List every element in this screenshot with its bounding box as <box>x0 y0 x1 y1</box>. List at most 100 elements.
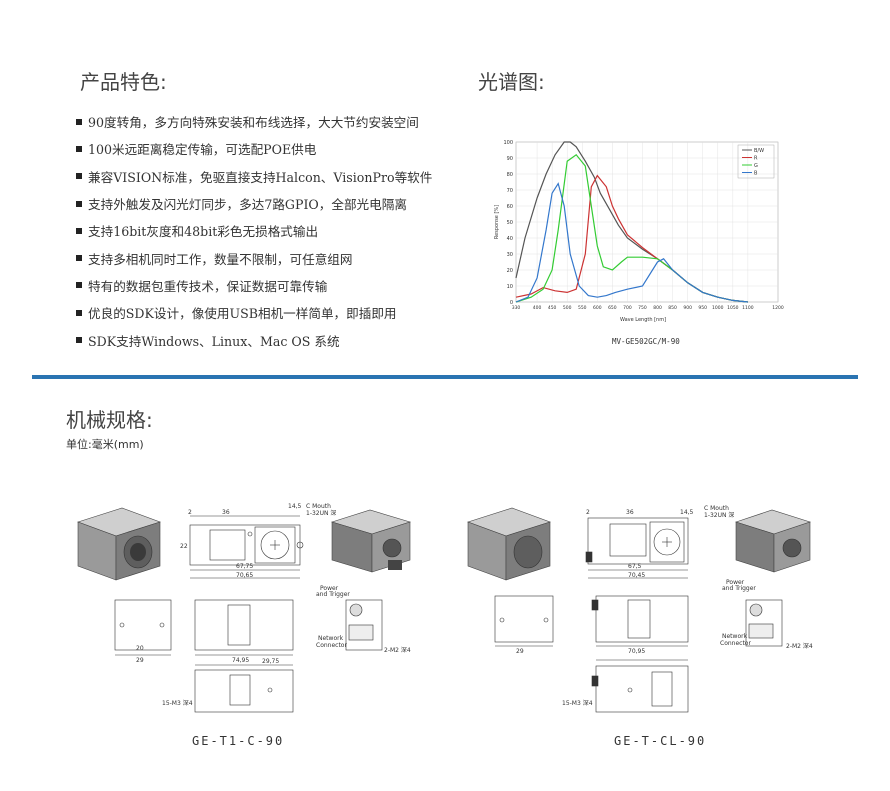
y-tick-label: 90 <box>507 156 513 162</box>
side-screw-label: 15-M3 深4 <box>562 699 593 707</box>
screw-label: 2-M2 深4 <box>384 646 411 654</box>
spectrum-caption: MV-GE502GC/M-90 <box>612 337 680 346</box>
connector-view <box>345 599 383 651</box>
legend-label: G <box>754 163 758 169</box>
legend-label: R <box>754 155 758 161</box>
screw-label: 2-M2 深4 <box>786 642 813 650</box>
feature-item: 特有的数据包重传技术，保证数据可靠传输 <box>76 272 466 299</box>
x-tick-label: 1050 <box>727 305 739 311</box>
mechanical-drawing-left: 2 36 14,5 22 67,75 70,65 C Mouth 1-32UN … <box>77 503 412 713</box>
x-tick-label: 900 <box>683 305 692 311</box>
side-view <box>494 595 554 647</box>
x-tick-label: 850 <box>668 305 677 311</box>
front-view <box>585 517 689 579</box>
dim-74-95: 74,95 <box>232 657 249 664</box>
c-mount-thread-label: 1-32UN 深 <box>306 509 336 517</box>
dim-20: 20 <box>136 645 144 652</box>
mechanical-heading: 机械规格: <box>66 408 153 432</box>
top-view <box>194 599 294 656</box>
dim-70-65: 70,65 <box>236 572 253 579</box>
x-tick-label: 750 <box>638 305 647 311</box>
bullet-icon <box>76 255 82 262</box>
features-heading: 产品特色: <box>80 70 167 94</box>
x-tick-label: 400 <box>533 305 542 311</box>
dim-14-5: 14,5 <box>680 509 694 516</box>
bullet-icon <box>76 282 82 289</box>
series-line-b <box>515 182 748 303</box>
dim-70-95: 70,95 <box>628 648 645 655</box>
x-tick-label: 800 <box>653 305 662 311</box>
bullet-icon <box>76 227 82 234</box>
dim-36: 36 <box>626 509 634 516</box>
legend-label: B/W <box>754 148 764 154</box>
bullet-icon <box>76 173 82 180</box>
dim-29: 29 <box>136 657 144 664</box>
side-screw-label: 15-M3 深4 <box>162 699 193 707</box>
x-tick-label: 500 <box>563 305 572 311</box>
dim-22: 22 <box>180 543 188 550</box>
y-tick-label: 60 <box>507 204 513 210</box>
feature-item: 支持多相机同时工作，数量不限制，可任意组网 <box>76 244 466 271</box>
y-tick-label: 80 <box>507 172 513 178</box>
network-label: Network <box>318 635 344 642</box>
y-tick-label: 20 <box>507 268 513 274</box>
dim-67-5: 67,5 <box>628 563 642 570</box>
trigger-label: and Trigger <box>316 591 350 598</box>
c-mount-label: C Mouth <box>704 505 729 512</box>
bullet-icon <box>76 309 82 316</box>
bullet-icon <box>76 337 82 344</box>
x-tick-label: 600 <box>593 305 602 311</box>
legend-label: B <box>754 170 758 176</box>
dim-2: 2 <box>586 509 590 516</box>
power-label: Power <box>726 579 745 586</box>
bullet-icon <box>76 118 82 125</box>
dim-70-45: 70,45 <box>628 572 645 579</box>
dim-2: 2 <box>188 509 192 516</box>
bottom-view <box>591 659 689 713</box>
x-tick-label: 1100 <box>742 305 754 311</box>
feature-item: 90度转角，多方向特殊安装和布线选择，大大节约安装空间 <box>76 108 466 135</box>
power-label: Power <box>320 585 339 592</box>
trigger-label: and Trigger <box>722 585 756 592</box>
legend-box <box>737 144 775 179</box>
y-tick-label: 50 <box>507 220 513 226</box>
camera-iso-back-icon <box>330 509 412 573</box>
camera-iso-back-icon <box>735 509 811 573</box>
camera-iso-front-icon <box>77 507 161 581</box>
x-axis-label: Wave Length [nm] <box>620 317 666 323</box>
connector-view <box>745 599 783 647</box>
x-tick-label: 700 <box>623 305 632 311</box>
dim-29: 29 <box>516 648 524 655</box>
x-tick-label: 1200 <box>772 305 784 311</box>
feature-item: 100米远距离稳定传输，可选配POE供电 <box>76 135 466 162</box>
y-tick-label: 70 <box>507 188 513 194</box>
section-divider <box>32 375 858 379</box>
feature-item: 支持16bit灰度和48bit彩色无损格式输出 <box>76 217 466 244</box>
feature-list: 90度转角，多方向特殊安装和布线选择，大大节约安装空间 100米远距离稳定传输，… <box>76 108 466 354</box>
x-tick-label: 330 <box>512 305 521 311</box>
feature-item: SDK支持Windows、Linux、Mac OS 系统 <box>76 326 466 353</box>
feature-item: 兼容VISION标准，免驱直接支持Halcon、VisionPro等软件 <box>76 163 466 190</box>
dim-67-75: 67,75 <box>236 563 253 570</box>
y-tick-label: 100 <box>503 140 513 146</box>
dim-29-75: 29,75 <box>262 658 279 665</box>
c-mount-label: C Mouth <box>306 503 331 510</box>
dim-14-5: 14,5 <box>288 503 302 510</box>
unit-label: 单位:毫米(mm) <box>66 438 144 451</box>
x-tick-label: 650 <box>608 305 617 311</box>
connector-label: Connector <box>720 640 751 647</box>
feature-item: 优良的SDK设计，像使用USB相机一样简单，即插即用 <box>76 299 466 326</box>
y-axis-label: Response [%] <box>494 205 500 239</box>
side-view <box>114 599 172 656</box>
x-tick-label: 950 <box>698 305 707 311</box>
camera-iso-front-icon <box>467 507 551 581</box>
bottom-view <box>194 664 294 713</box>
bullet-icon <box>76 200 82 207</box>
x-tick-label: 550 <box>578 305 587 311</box>
x-tick-label: 450 <box>548 305 557 311</box>
y-tick-label: 30 <box>507 252 513 258</box>
mechanical-drawing-right: 2 36 14,5 67,5 70,45 C Mouth 1-32UN 深 29… <box>467 505 813 713</box>
c-mount-thread-label: 1-32UN 深 <box>704 511 734 519</box>
connector-label: Connector <box>316 642 347 649</box>
